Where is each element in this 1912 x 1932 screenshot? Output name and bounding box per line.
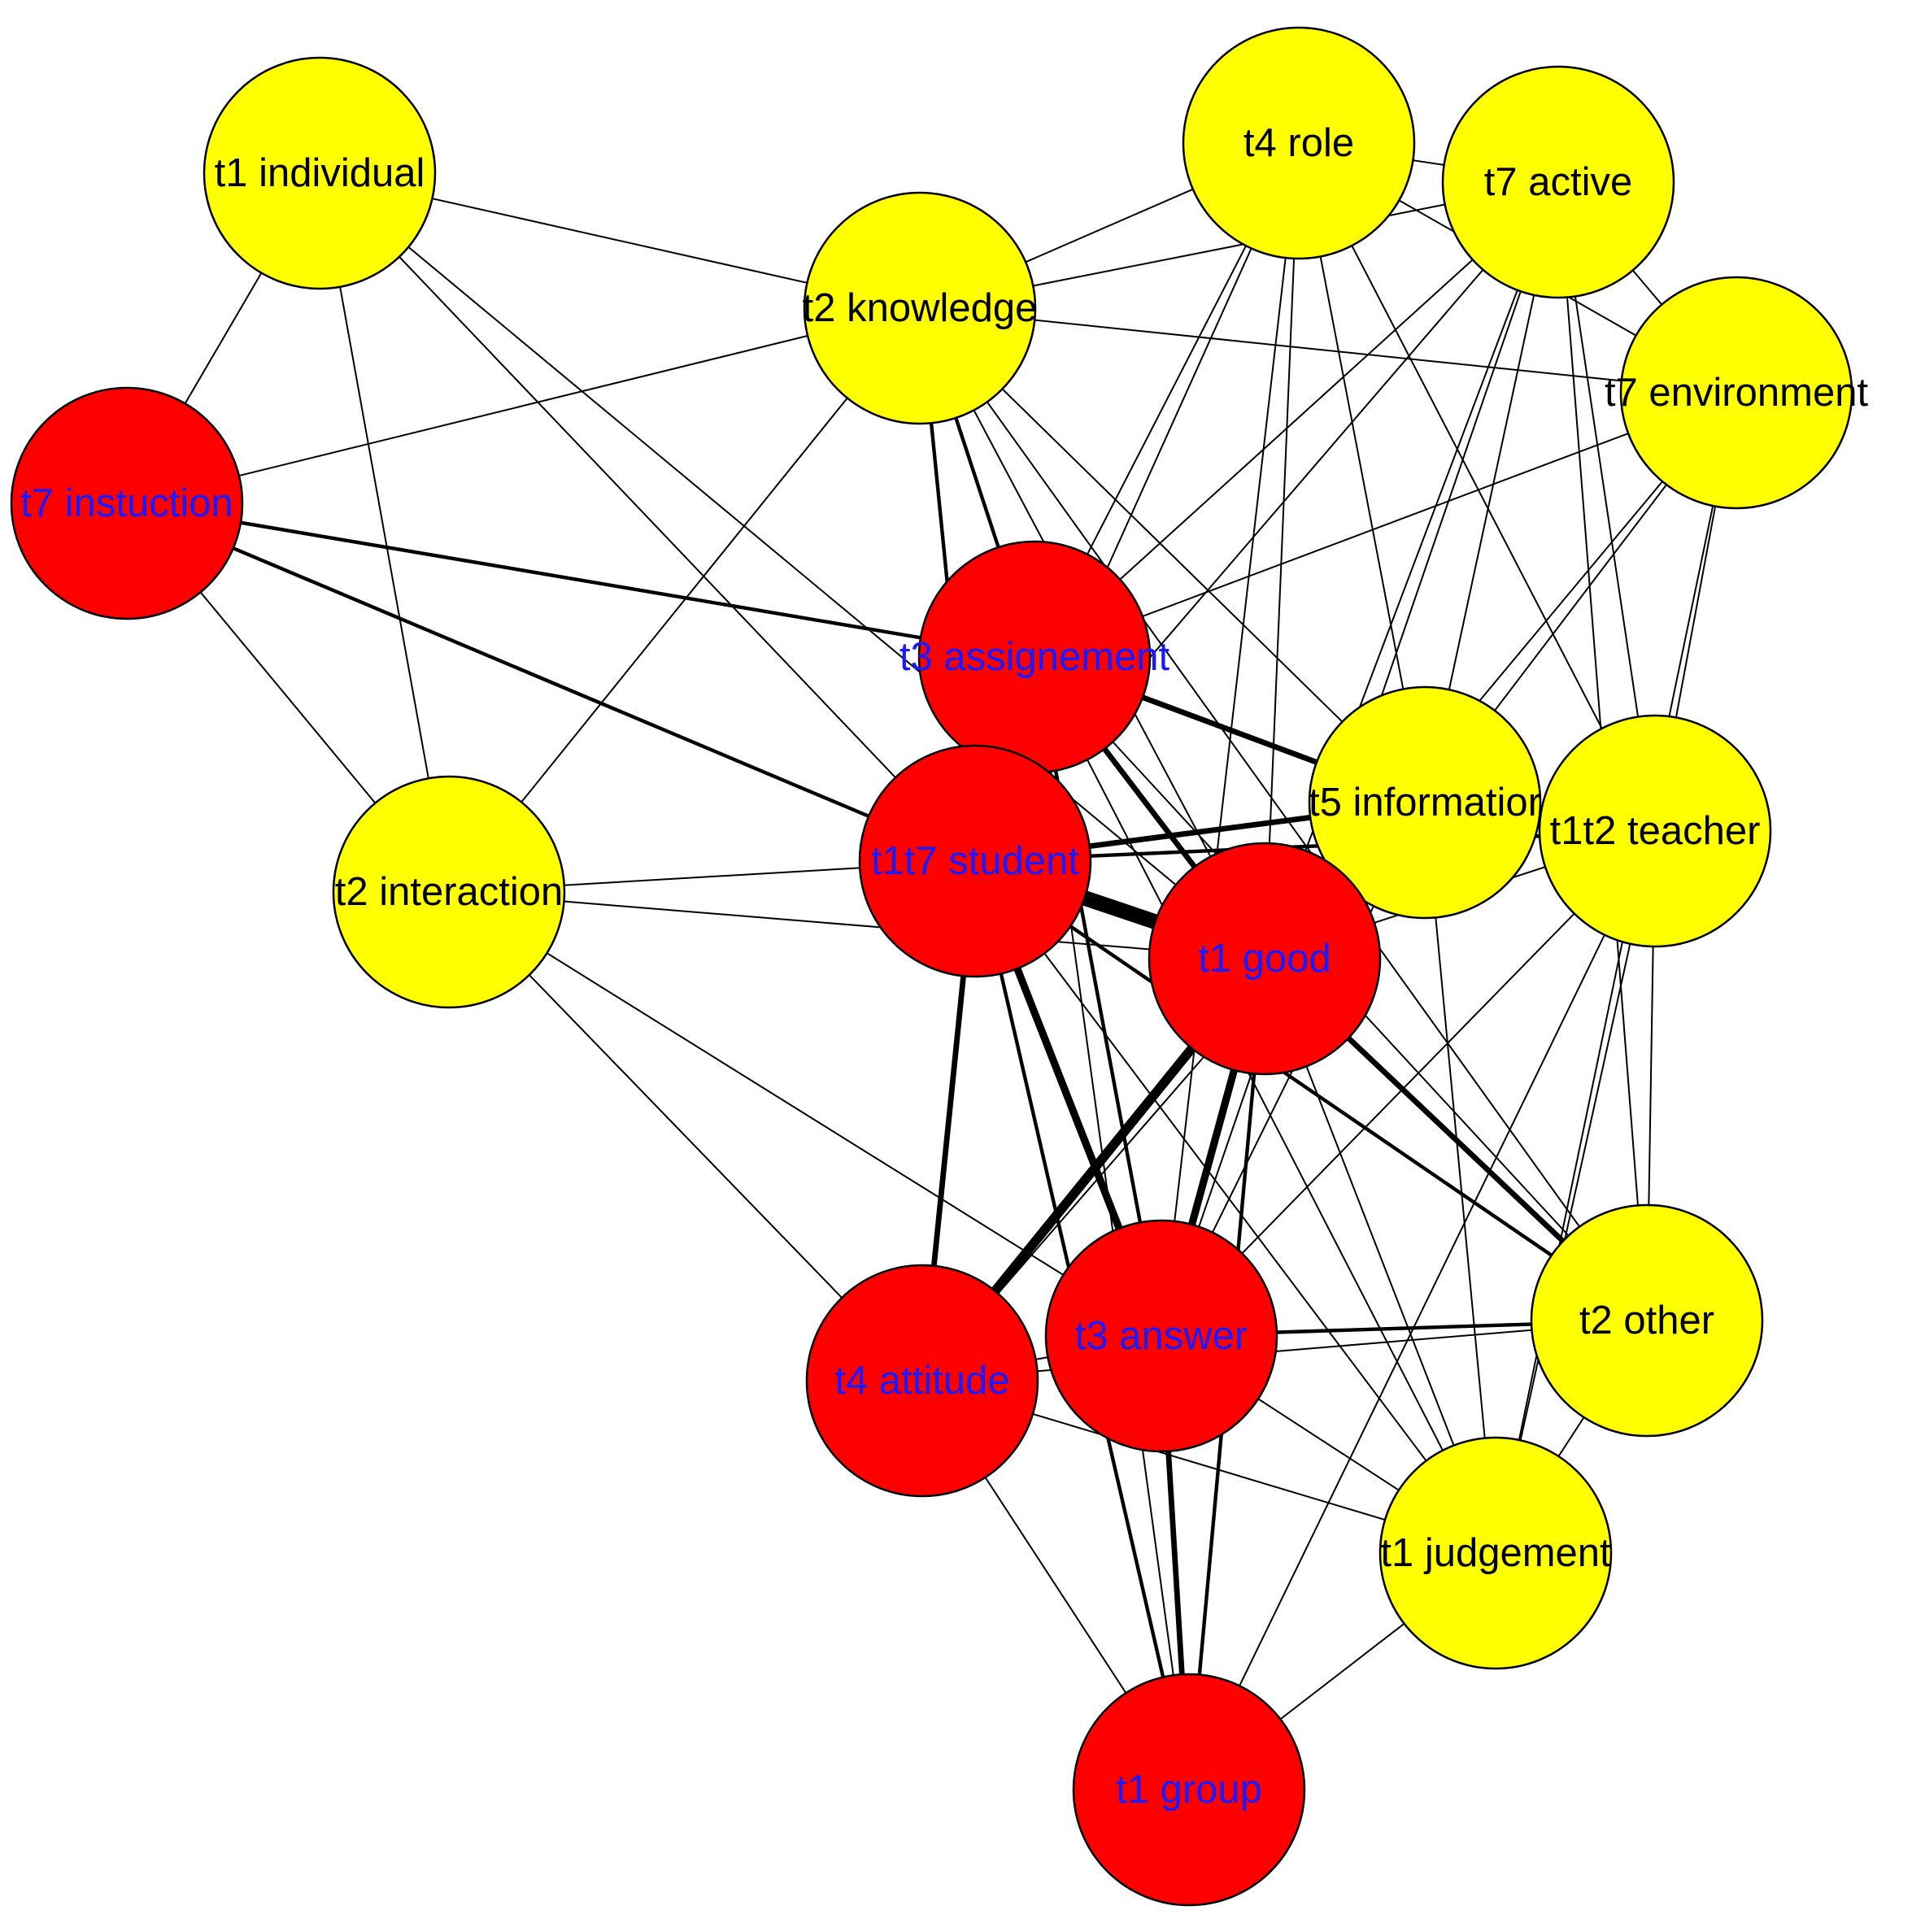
edge-teacher-answer	[1161, 830, 1656, 1337]
node-role: t4 role	[1182, 26, 1416, 260]
node-circle-good	[1148, 842, 1382, 1076]
node-group: t1 group	[1072, 1673, 1306, 1907]
edge-knowledge-environment	[919, 307, 1737, 394]
node-label-answer: t3 answer	[1075, 1314, 1248, 1358]
edge-student-other	[973, 859, 1649, 1323]
node-other: t2 other	[1530, 1203, 1764, 1438]
node-label-judgement: t1 judgement	[1380, 1531, 1611, 1575]
node-attitude: t4 attitude	[805, 1264, 1039, 1498]
node-label-information: t5 informatior	[1309, 781, 1541, 825]
node-circle-group	[1072, 1673, 1306, 1907]
node-circle-attitude	[805, 1264, 1039, 1498]
node-interaction: t2 interaction	[332, 775, 566, 1009]
edge-interaction-answer	[448, 891, 1162, 1337]
node-environment: t7 environment	[1605, 276, 1869, 510]
node-knowledge: t2 knowledge	[803, 191, 1038, 425]
node-label-teacher: t1t2 teacher	[1550, 809, 1761, 853]
node-label-interaction: t2 interaction	[335, 870, 564, 914]
node-label-student: t1t7 student	[871, 839, 1079, 883]
nodes-layer: t1 individual t2 knowledge t4 role t7 activ…	[10, 26, 1869, 1907]
edge-role-teacher	[1298, 142, 1656, 832]
node-label-instuction: t7 instuction	[20, 481, 233, 525]
edge-knowledge-instuction	[126, 307, 921, 504]
node-circle-individual	[203, 56, 437, 290]
edge-active-assignement	[1034, 181, 1559, 658]
edge-individual-good	[319, 172, 1265, 959]
edge-instuction-assignement	[124, 501, 1037, 659]
edge-knowledge-interaction	[448, 307, 921, 893]
node-assignement: t3 assignement	[899, 540, 1170, 774]
edge-environment-assignement	[1034, 392, 1737, 658]
node-circle-active	[1441, 65, 1675, 299]
node-circle-environment	[1619, 276, 1853, 510]
node-information: t5 informatior	[1308, 685, 1542, 920]
edge-individual-interaction	[319, 172, 450, 893]
node-label-assignement: t3 assignement	[899, 635, 1170, 679]
edge-knowledge-information	[919, 307, 1426, 803]
node-circle-student	[858, 744, 1092, 978]
edge-instuction-student	[124, 501, 978, 864]
edge-environment-judgement	[1495, 392, 1737, 1554]
node-circle-interaction	[332, 775, 566, 1009]
node-judgement: t1 judgement	[1378, 1436, 1613, 1670]
node-label-other: t2 other	[1579, 1299, 1714, 1342]
node-instuction: t7 instuction	[10, 386, 244, 620]
node-student: t1t7 student	[858, 744, 1092, 978]
node-label-active: t7 active	[1484, 160, 1632, 204]
edge-knowledge-other	[919, 307, 1648, 1321]
node-circle-answer	[1044, 1219, 1278, 1453]
node-answer: t3 answer	[1044, 1219, 1278, 1453]
node-circle-knowledge	[803, 191, 1037, 425]
node-circle-role	[1182, 26, 1416, 260]
node-teacher: t1t2 teacher	[1538, 714, 1772, 948]
node-circle-other	[1530, 1203, 1764, 1438]
node-label-environment: t7 environment	[1605, 371, 1869, 415]
node-circle-teacher	[1538, 714, 1772, 948]
node-good: t1 good	[1148, 842, 1382, 1076]
node-circle-judgement	[1378, 1436, 1613, 1670]
edge-attitude-other	[921, 1320, 1648, 1382]
edge-role-good	[1264, 142, 1300, 959]
node-label-group: t1 group	[1116, 1768, 1262, 1812]
edge-student-judgement	[974, 860, 1496, 1554]
node-active: t7 active	[1441, 65, 1675, 299]
node-label-knowledge: t2 knowledge	[803, 286, 1038, 330]
node-label-role: t4 role	[1243, 121, 1354, 165]
edge-individual-student	[319, 172, 976, 862]
node-circle-instuction	[10, 386, 244, 620]
edge-assignement-judgement	[1034, 656, 1496, 1554]
edge-teacher-judgement	[1495, 830, 1656, 1554]
edge-role-answer	[1161, 142, 1300, 1337]
node-individual: t1 individual	[203, 56, 437, 290]
node-label-attitude: t4 attitude	[834, 1359, 1009, 1403]
node-label-individual: t1 individual	[215, 151, 425, 195]
edge-teacher-group	[1188, 830, 1656, 1791]
edge-interaction-good	[448, 891, 1265, 959]
node-circle-information	[1308, 685, 1542, 920]
node-label-good: t1 good	[1198, 937, 1331, 981]
edge-information-judgement	[1424, 802, 1496, 1554]
